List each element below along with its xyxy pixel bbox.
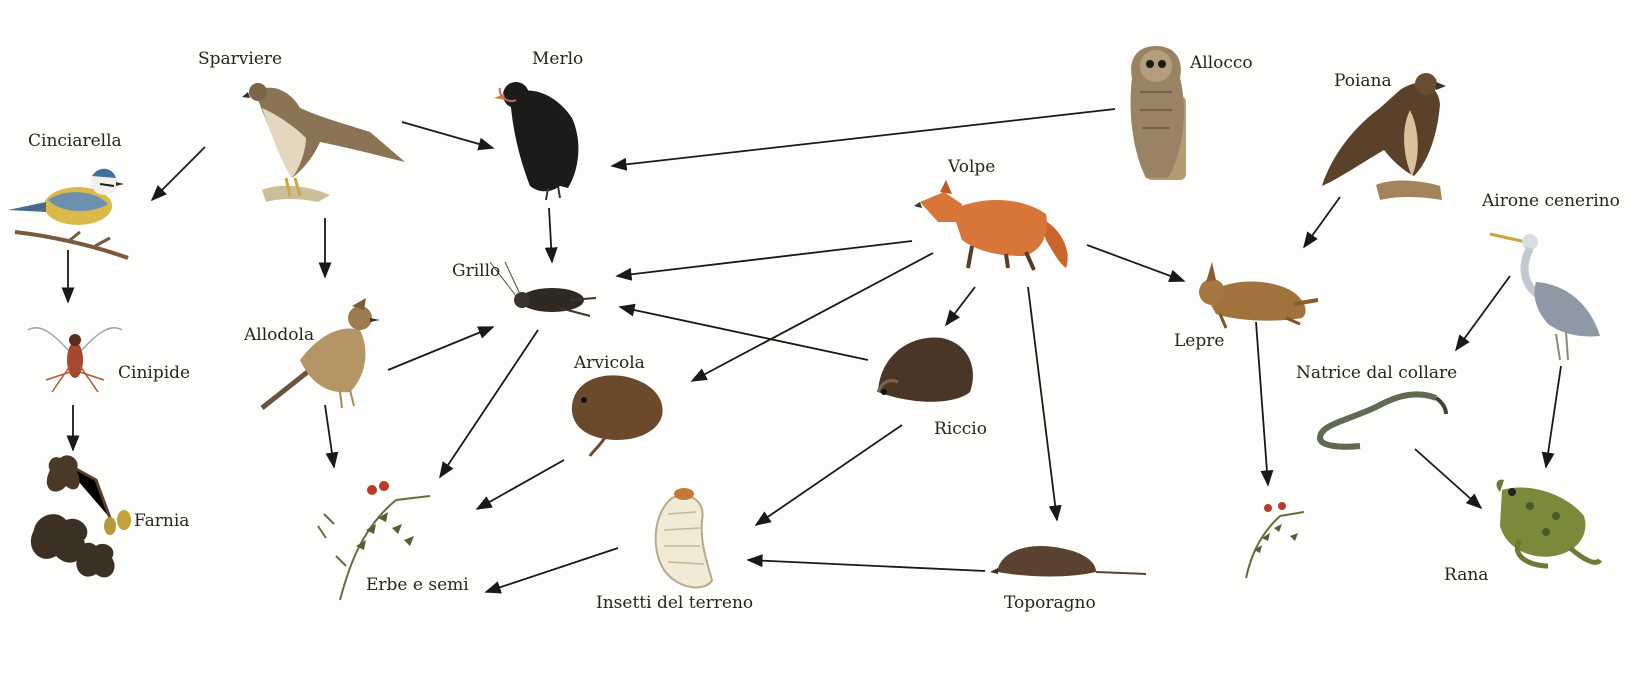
- arrow-allodola-grillo: [388, 327, 493, 370]
- arrow-riccio-grillo: [620, 307, 868, 360]
- label-insetti: Insetti del terreno: [596, 593, 753, 613]
- arrow-allocco-merlo: [612, 109, 1115, 166]
- toporagno-illustration: [990, 546, 1146, 576]
- lepre-illustration: [1199, 262, 1318, 328]
- arrow-allodola-erbe: [325, 405, 334, 467]
- erbe-illustration-2: [1246, 502, 1304, 578]
- cinipide-illustration: [28, 328, 122, 392]
- cinciarella-illustration: [8, 169, 128, 258]
- arrow-volpe-riccio: [946, 287, 975, 325]
- arrow-airone-natrice: [1456, 276, 1510, 350]
- label-grillo: Grillo: [452, 261, 500, 281]
- arrow-sparviere-cinciarella: [152, 147, 205, 200]
- arrow-volpe-lepre: [1087, 245, 1184, 281]
- sparviere-illustration: [242, 83, 405, 202]
- arrow-arvicola-erbe: [477, 460, 564, 509]
- label-natrice: Natrice dal collare: [1296, 363, 1457, 383]
- label-lepre: Lepre: [1174, 331, 1224, 351]
- label-rana: Rana: [1444, 565, 1488, 585]
- label-volpe: Volpe: [947, 157, 995, 177]
- label-poiana: Poiana: [1334, 71, 1392, 91]
- label-allocco: Allocco: [1189, 53, 1253, 73]
- label-cinciarella: Cinciarella: [28, 131, 122, 151]
- label-merlo: Merlo: [532, 49, 583, 69]
- insetti-illustration: [656, 488, 712, 587]
- airone-illustration: [1490, 234, 1600, 360]
- rana-illustration: [1497, 480, 1600, 566]
- arrow-airone-rana: [1546, 366, 1561, 467]
- label-erbe: Erbe e semi: [366, 575, 469, 595]
- allocco-illustration: [1131, 46, 1186, 180]
- label-arvicola: Arvicola: [573, 353, 645, 373]
- poiana-illustration: [1322, 73, 1446, 200]
- arrow-natrice-rana: [1415, 449, 1481, 508]
- grillo-illustration: [490, 262, 596, 316]
- arrow-toporagno-insetti: [748, 560, 985, 571]
- label-cinipide: Cinipide: [118, 363, 190, 383]
- label-allodola: Allodola: [243, 325, 314, 345]
- arrow-sparviere-merlo: [402, 122, 493, 148]
- allodola-illustration: [262, 298, 380, 408]
- arvicola-illustration: [572, 375, 663, 456]
- label-airone: Airone cenerino: [1481, 191, 1620, 211]
- natrice-illustration: [1320, 394, 1446, 446]
- arrow-volpe-toporagno: [1028, 287, 1057, 520]
- label-riccio: Riccio: [934, 419, 987, 439]
- arrow-insetti-erbe: [486, 548, 618, 592]
- predation-arrows: [68, 109, 1561, 592]
- arrow-volpe-grillo: [617, 241, 912, 276]
- arrow-lepre-erbe: [1256, 322, 1268, 485]
- volpe-illustration: [914, 180, 1068, 270]
- label-toporagno: Toporagno: [1004, 593, 1096, 613]
- farnia-illustration: [31, 455, 131, 577]
- label-sparviere: Sparviere: [198, 49, 282, 69]
- arrow-riccio-insetti: [756, 425, 902, 525]
- arrow-grillo-erbe: [440, 330, 538, 477]
- arrow-merlo-grillo: [549, 208, 552, 262]
- riccio-illustration: [878, 337, 973, 401]
- label-farnia: Farnia: [134, 511, 189, 531]
- arrow-poiana-lepre: [1304, 197, 1340, 247]
- merlo-illustration: [494, 82, 578, 200]
